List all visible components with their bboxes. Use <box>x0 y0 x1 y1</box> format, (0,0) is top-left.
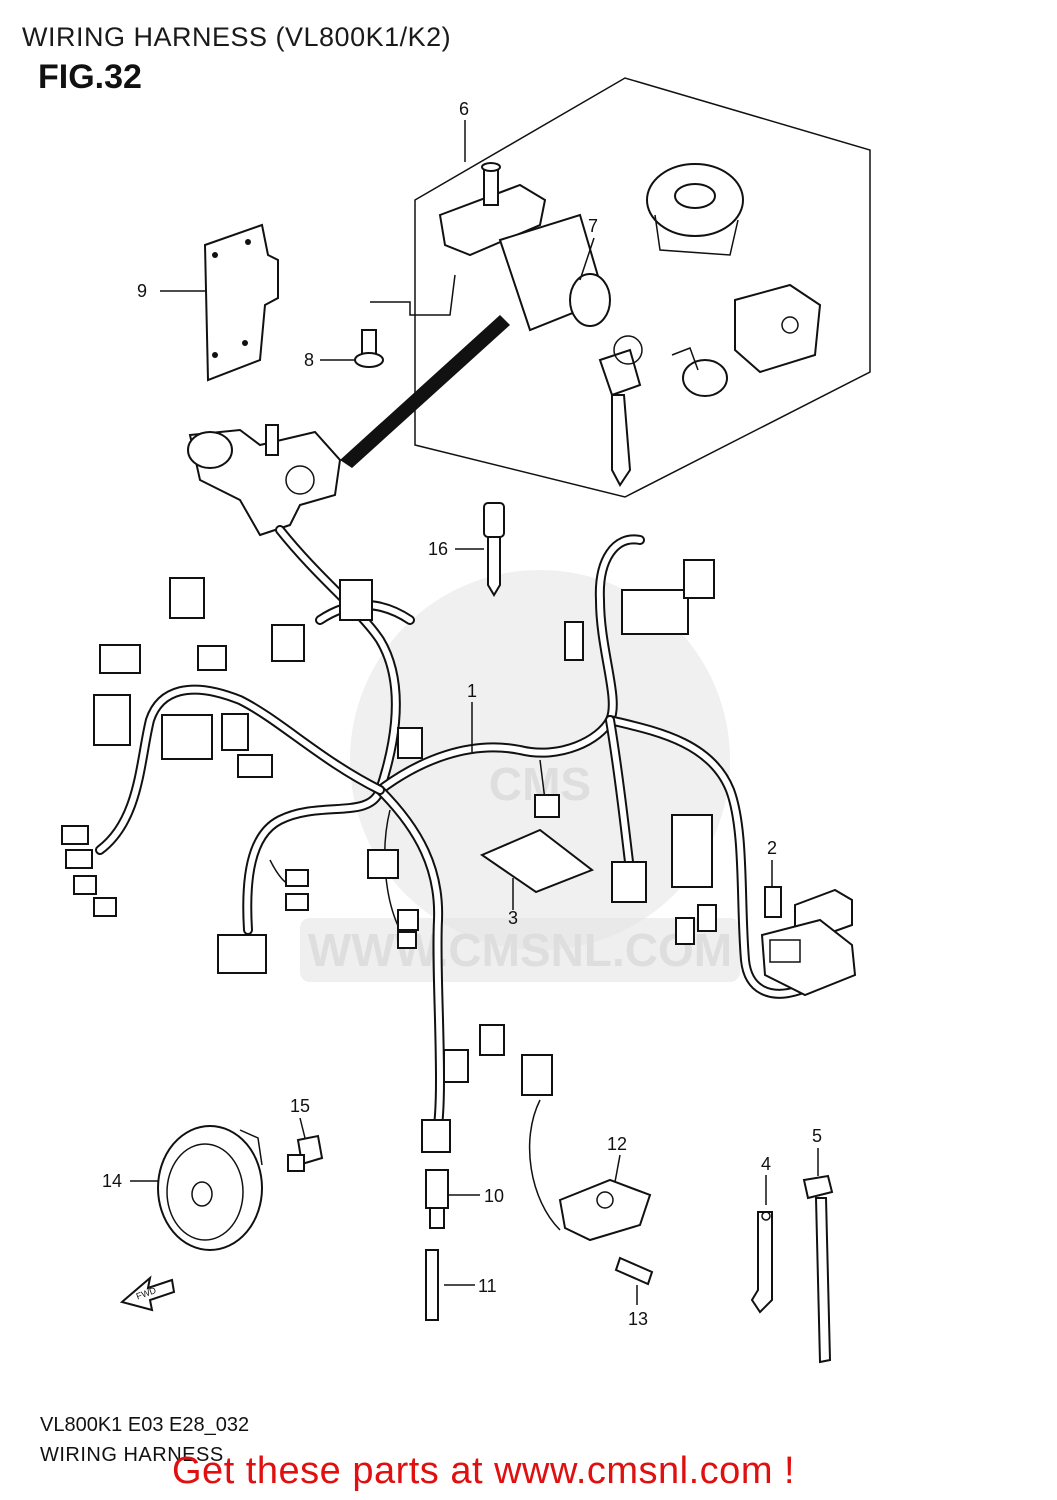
callout-6: 6 <box>459 99 469 119</box>
callout-11: 11 <box>478 1276 497 1296</box>
lock-cover <box>734 283 822 374</box>
connector <box>99 644 141 674</box>
switch-bolt: 13 <box>614 1256 654 1329</box>
connector <box>564 621 584 661</box>
connector <box>397 909 419 931</box>
callout-16: 16 <box>428 539 448 559</box>
fuse <box>764 886 782 918</box>
connector <box>534 794 560 818</box>
connector <box>217 934 267 974</box>
connector <box>221 713 249 751</box>
connector <box>443 1049 469 1083</box>
ignition-switch-assembly-box: 6 7 <box>370 77 871 498</box>
callout-12: 12 <box>607 1134 627 1154</box>
callout-5: 5 <box>812 1126 822 1146</box>
connector <box>339 579 373 621</box>
figure-label: FIG.32 <box>38 58 142 96</box>
callout-14: 14 <box>102 1171 122 1191</box>
fuse-box <box>760 918 857 997</box>
exploded-view-pointer <box>340 315 510 468</box>
connector <box>479 1024 505 1056</box>
screw: 8 <box>304 329 384 370</box>
fwd-arrow-icon: FWD <box>119 1275 176 1312</box>
harness-clamp: 4 <box>750 1154 773 1314</box>
connector <box>161 714 213 760</box>
watermark-text: WWW.CMSNL.COM <box>308 924 732 976</box>
callout-9: 9 <box>137 281 147 301</box>
connector <box>169 577 205 619</box>
diagram-code: VL800K1 E03 E28_032 <box>40 1414 250 1436</box>
connector <box>271 624 305 662</box>
connector <box>61 825 89 845</box>
cable-tie: 5 <box>802 1126 834 1364</box>
cta-link[interactable]: Get these parts at www.cmsnl.com ! <box>172 1450 796 1492</box>
connector <box>697 904 717 932</box>
connector <box>397 727 423 759</box>
connector <box>683 559 715 599</box>
connector <box>621 589 689 635</box>
connector <box>73 875 97 895</box>
connector <box>237 754 273 778</box>
callout-3: 3 <box>508 908 518 928</box>
switch-mount-plate <box>438 183 547 257</box>
connector <box>285 893 309 911</box>
callout-13: 13 <box>628 1309 648 1329</box>
callout-1: 1 <box>467 681 477 701</box>
callout-8: 8 <box>304 350 314 370</box>
horn: 14 <box>102 1125 263 1251</box>
spare-key: 16 <box>428 502 505 597</box>
callout-2: 2 <box>767 838 777 858</box>
connector <box>197 645 227 671</box>
connector <box>93 694 131 746</box>
callout-15: 15 <box>290 1096 310 1116</box>
callout-10: 10 <box>484 1186 504 1206</box>
connector <box>65 849 93 869</box>
fuse-and-fuse-box: 2 <box>760 838 857 997</box>
harness-connectors <box>61 559 717 1096</box>
seat-lock <box>682 359 728 397</box>
bracket-plate: 9 <box>137 223 279 382</box>
callout-4: 4 <box>761 1154 771 1174</box>
switch-spring: 11 <box>425 1249 497 1321</box>
horn-bolt: 15 <box>287 1096 324 1172</box>
side-stand-switch: 12 <box>528 1099 652 1242</box>
connector <box>285 869 309 887</box>
brake-light-switch: 10 <box>421 1119 504 1229</box>
connector <box>671 814 713 888</box>
diagram-name: WIRING HARNESS <box>40 1444 224 1466</box>
connector <box>93 897 117 917</box>
connector <box>397 931 417 949</box>
protective-sheet: 3 <box>479 828 595 928</box>
page-title: WIRING HARNESS (VL800K1/K2) <box>22 22 452 52</box>
ignition-switch <box>187 424 342 537</box>
callout-7: 7 <box>588 216 598 236</box>
connector <box>611 861 647 903</box>
key-icon <box>598 348 642 397</box>
connector <box>367 849 399 879</box>
connector <box>675 917 695 945</box>
connector <box>521 1054 553 1096</box>
